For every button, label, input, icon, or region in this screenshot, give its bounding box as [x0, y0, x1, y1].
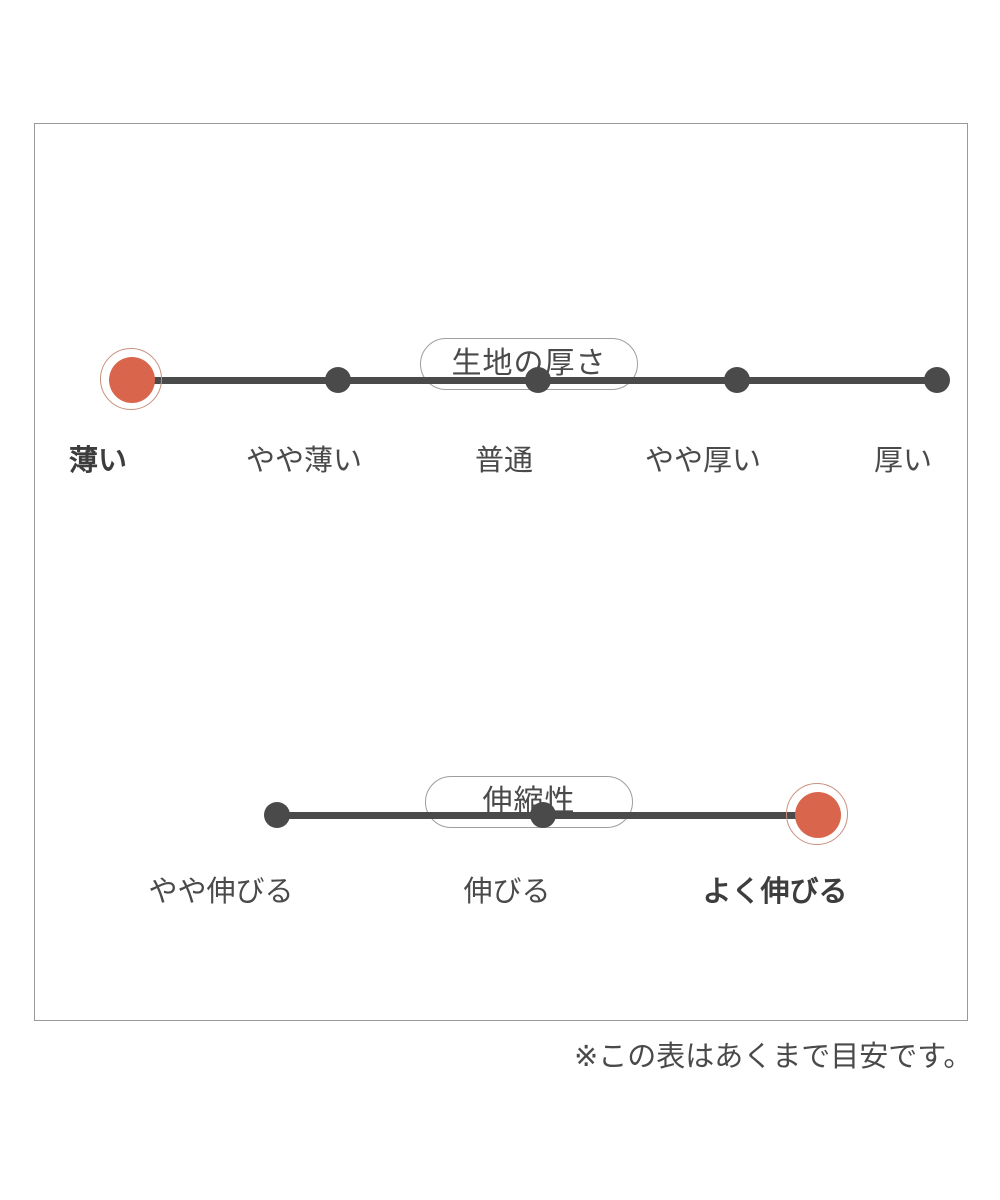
thickness-label-1: やや薄い	[245, 443, 363, 477]
thickness-label-0: 薄い	[68, 443, 128, 477]
thickness-label-3: やや厚い	[644, 443, 762, 477]
thickness-dot-1[interactable]	[325, 367, 351, 393]
thickness-dot-0[interactable]	[100, 348, 162, 410]
section-title-stretch: 伸縮性	[425, 776, 633, 828]
stretch-label-2: よく伸びる	[702, 874, 848, 908]
stretch-dot-2[interactable]	[786, 783, 848, 845]
stretch-dot-0[interactable]	[264, 802, 290, 828]
thickness-dot-3[interactable]	[724, 367, 750, 393]
chart-panel: 生地の厚さ 薄い やや薄い 普通 やや厚い 厚い 伸縮性 やや伸びる 伸びる よ…	[34, 123, 968, 1021]
footnote: ※この表はあくまで目安です。	[574, 1039, 973, 1073]
stretch-label-1: 伸びる	[463, 874, 551, 908]
thickness-dot-4[interactable]	[924, 367, 950, 393]
thickness-label-4: 厚い	[873, 443, 933, 477]
thickness-label-2: 普通	[474, 443, 534, 477]
stretch-dot-1[interactable]	[530, 802, 556, 828]
thickness-dot-2[interactable]	[525, 367, 551, 393]
stretch-label-0: やや伸びる	[148, 874, 294, 908]
